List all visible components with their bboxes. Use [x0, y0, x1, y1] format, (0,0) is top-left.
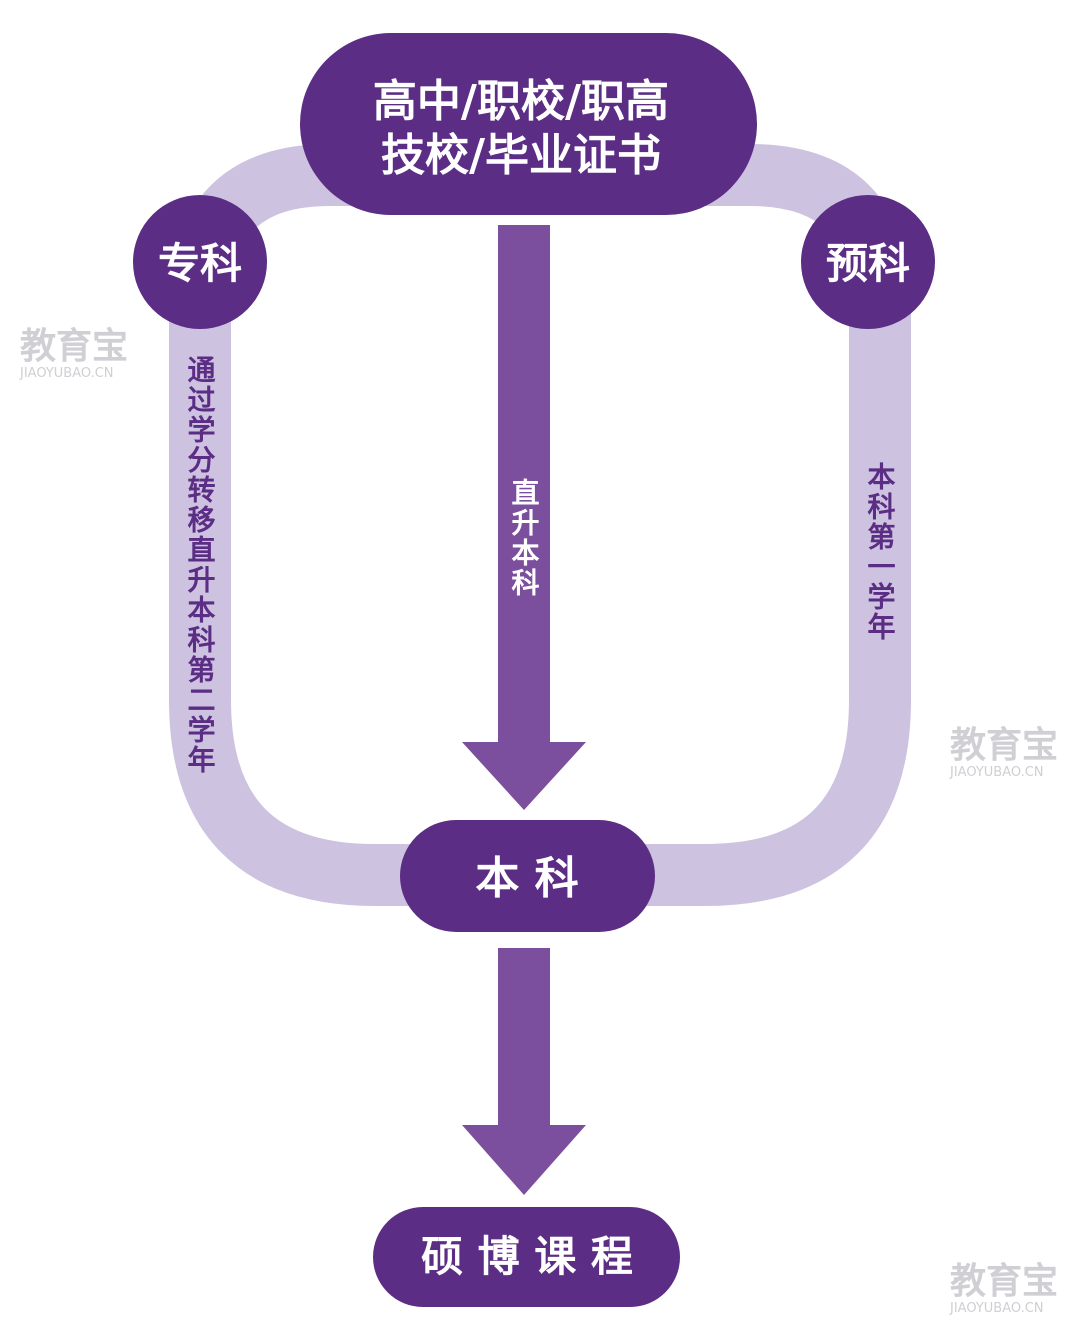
center-arrow: [462, 225, 586, 810]
node-start: 高中/职校/职高 技校/毕业证书: [300, 33, 757, 215]
watermark-main: 教育宝: [950, 1261, 1058, 1302]
node-benke: 本 科: [400, 820, 655, 932]
node-yuke: 预科: [801, 195, 935, 329]
node-zhuanke-label: 专科: [158, 239, 242, 288]
edge-left-label: 通过学分转移直升本科第二学年: [184, 355, 217, 775]
watermark-sub: JIAOYUBAO.CN: [949, 1301, 1044, 1316]
node-benke-label: 本 科: [475, 853, 578, 904]
watermark: 教育宝 JIAOYUBAO.CN: [19, 326, 128, 381]
lower-arrow: [462, 948, 586, 1195]
node-start-line2: 技校/毕业证书: [381, 130, 661, 181]
watermark-sub: JIAOYUBAO.CN: [19, 366, 114, 381]
edge-center-label: 直升本科: [508, 478, 541, 598]
node-start-line1: 高中/职校/职高: [373, 76, 669, 127]
watermark-main: 教育宝: [20, 326, 128, 367]
node-zhuanke: 专科: [133, 195, 267, 329]
watermark-main: 教育宝: [950, 725, 1058, 766]
edge-right-label: 本科第一学年: [864, 462, 897, 642]
node-yuke-label: 预科: [826, 239, 910, 288]
node-shuobo-label: 硕 博 课 程: [421, 1232, 633, 1281]
node-shuobo: 硕 博 课 程: [373, 1207, 680, 1307]
watermark-sub: JIAOYUBAO.CN: [949, 765, 1044, 780]
watermark: 教育宝 JIAOYUBAO.CN: [949, 725, 1058, 780]
watermark: 教育宝 JIAOYUBAO.CN: [949, 1261, 1058, 1316]
